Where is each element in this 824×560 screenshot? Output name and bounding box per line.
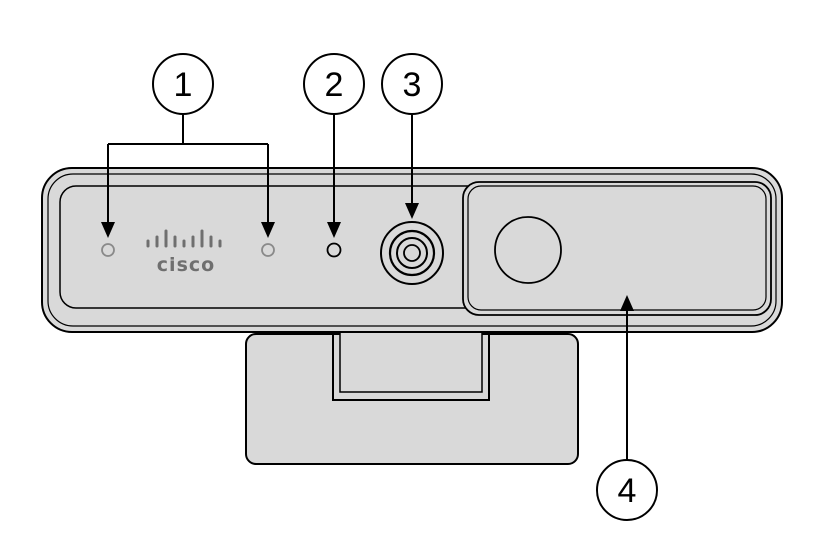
callout-4-number: 4 xyxy=(618,472,637,510)
cisco-wordmark: cisco xyxy=(157,254,215,276)
lens-center xyxy=(403,244,421,262)
mount-hinge-inner xyxy=(339,327,483,393)
callout-arrowheads xyxy=(101,203,634,311)
cisco-logo: cisco xyxy=(146,229,222,276)
callout-3: 3 xyxy=(381,53,443,115)
callout-1: 1 xyxy=(152,53,214,115)
arrow-2-icon xyxy=(327,222,341,238)
callout-2-number: 2 xyxy=(325,66,344,104)
callout-leaders xyxy=(107,114,628,462)
privacy-shutter-outer xyxy=(462,181,772,316)
callout-4: 4 xyxy=(596,459,658,521)
shutter-knob xyxy=(494,216,562,284)
arrow-1-left-icon xyxy=(101,222,115,238)
callout-1-number: 1 xyxy=(174,66,193,104)
camera-lens xyxy=(380,221,444,285)
right-microphone-icon xyxy=(261,243,275,257)
arrow-3-icon xyxy=(405,203,419,219)
mount-clip xyxy=(245,327,579,465)
privacy-shutter xyxy=(462,181,772,316)
privacy-shutter-inner xyxy=(467,185,767,311)
callout-2: 2 xyxy=(303,53,365,115)
callout-3-number: 3 xyxy=(403,66,422,104)
status-led-icon xyxy=(326,242,342,258)
left-microphone-icon xyxy=(101,243,115,257)
arrow-1-right-icon xyxy=(261,222,275,238)
arrow-4-icon xyxy=(620,295,634,311)
cisco-logo-bars-icon xyxy=(146,229,222,248)
